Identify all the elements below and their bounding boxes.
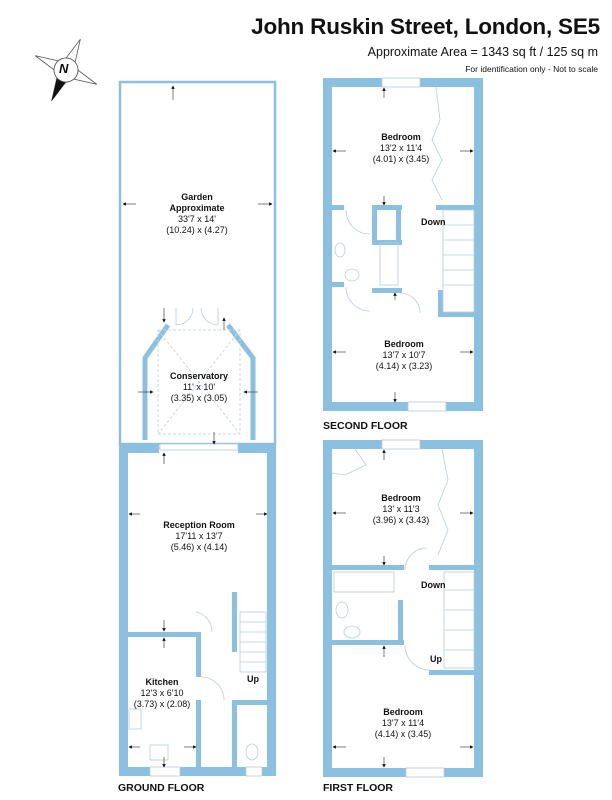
room-size-metric: (3.35) x (3.05) bbox=[170, 393, 228, 403]
approximate-area: Approximate Area = 1343 sq ft / 125 sq m bbox=[367, 45, 598, 59]
north-compass-icon bbox=[34, 38, 98, 102]
room-garden: Garden Approximate 33'7 x 14' (10.24) x … bbox=[166, 192, 228, 236]
room-bedroom-first-front: Bedroom 13' x 11'3 (3.96) x (3.43) bbox=[373, 493, 430, 526]
stairs-down-label: Down bbox=[421, 580, 446, 590]
room-size-imperial: 11' x 10' bbox=[182, 382, 216, 392]
stairs-up-label: Up bbox=[430, 654, 442, 664]
room-size-imperial: 13'7 x 10'7 bbox=[382, 350, 426, 360]
room-size-metric: (3.96) x (3.43) bbox=[372, 515, 430, 525]
room-name: Conservatory bbox=[169, 371, 229, 381]
room-size-imperial: 12'3 x 6'10 bbox=[140, 688, 184, 698]
room-kitchen: Kitchen 12'3 x 6'10 (3.73) x (2.08) bbox=[134, 677, 191, 710]
room-conservatory: Conservatory 11' x 10' (3.35) x (3.05) bbox=[170, 371, 228, 404]
floor-label-ground: GROUND FLOOR bbox=[118, 782, 205, 794]
room-name: Kitchen bbox=[145, 677, 179, 687]
conservatory-structure bbox=[142, 307, 256, 440]
disclaimer: For identification only - Not to scale bbox=[465, 64, 598, 74]
room-size-metric: (4.14) x (3.23) bbox=[375, 361, 433, 371]
room-size-metric: (3.73) x (2.08) bbox=[133, 699, 191, 709]
room-size-metric: (10.24) x (4.27) bbox=[166, 225, 228, 235]
ground-floor-fixtures bbox=[128, 443, 267, 777]
floor-label-first: FIRST FLOOR bbox=[323, 782, 393, 794]
room-name: Garden Approximate bbox=[169, 192, 225, 213]
room-name: Bedroom bbox=[381, 132, 421, 142]
room-name: Bedroom bbox=[383, 707, 423, 717]
room-size-metric: (5.46) x (4.14) bbox=[170, 542, 228, 552]
room-bedroom-first-rear: Bedroom 13'7 x 11'4 (4.14) x (3.45) bbox=[375, 707, 432, 740]
room-size-metric: (4.14) x (3.45) bbox=[374, 729, 432, 739]
room-reception: Reception Room 17'11 x 13'7 (5.46) x (4.… bbox=[163, 520, 235, 553]
property-title: John Ruskin Street, London, SE5 bbox=[251, 14, 600, 39]
room-size-imperial: 13'7 x 11'4 bbox=[381, 718, 425, 728]
room-name: Bedroom bbox=[381, 493, 421, 503]
first-floor-fixtures bbox=[331, 439, 475, 778]
dimension-arrows bbox=[122, 85, 474, 768]
compass-north-letter: N bbox=[59, 61, 69, 76]
second-floor-fixtures bbox=[334, 77, 475, 412]
room-size-imperial: 13'2 x 11'4 bbox=[379, 143, 423, 153]
room-bedroom-second-rear: Bedroom 13'7 x 10'7 (4.14) x (3.23) bbox=[376, 339, 433, 372]
ground-floor-walls bbox=[119, 444, 276, 776]
floor-label-second: SECOND FLOOR bbox=[323, 420, 408, 432]
room-size-imperial: 33'7 x 14' bbox=[178, 214, 216, 224]
room-size-imperial: 17'11 x 13'7 bbox=[175, 531, 223, 541]
stairs-up-label: Up bbox=[247, 674, 259, 684]
room-name: Bedroom bbox=[384, 339, 424, 349]
stairs-down-label: Down bbox=[421, 217, 446, 227]
room-size-metric: (4.01) x (3.45) bbox=[372, 154, 430, 164]
room-name: Reception Room bbox=[163, 520, 235, 530]
room-size-imperial: 13' x 11'3 bbox=[382, 504, 420, 514]
room-bedroom-second-front: Bedroom 13'2 x 11'4 (4.01) x (3.45) bbox=[373, 132, 430, 165]
